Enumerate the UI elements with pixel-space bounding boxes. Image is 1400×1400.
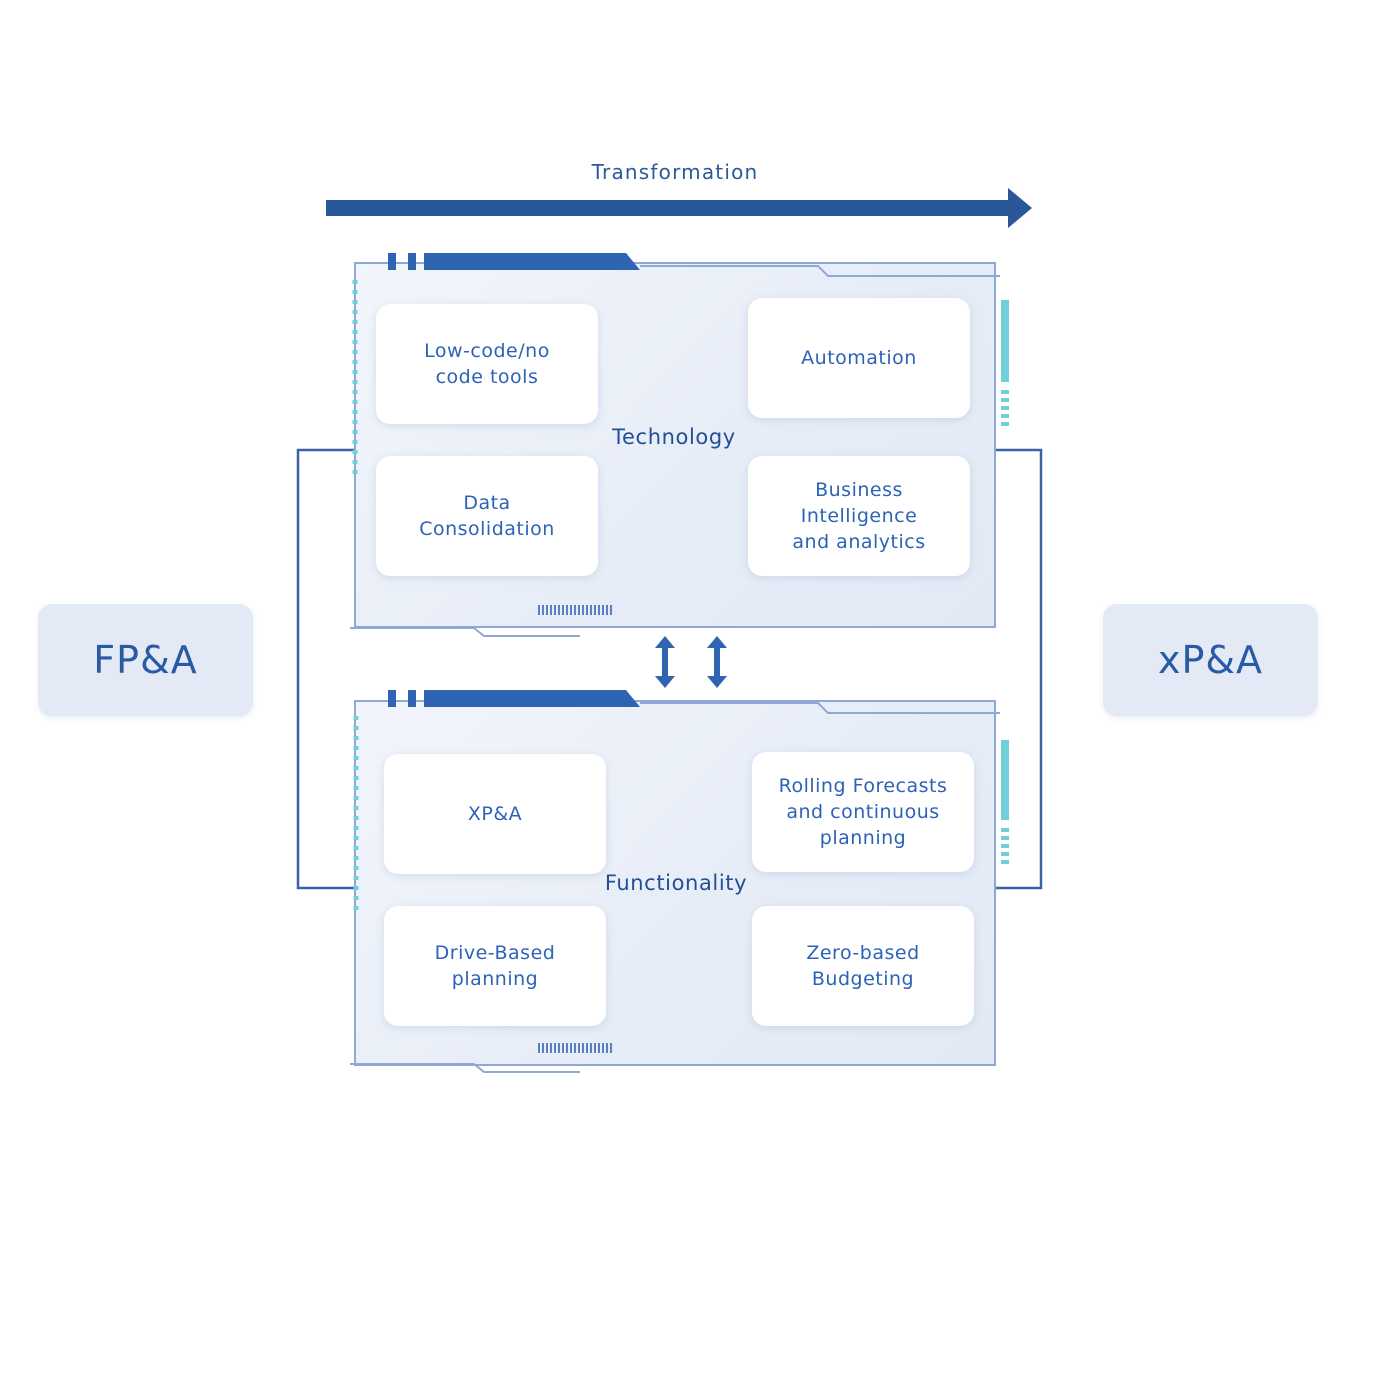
technology-ticks (538, 605, 614, 615)
source-box: FP&A (38, 604, 253, 716)
card-rolling-forecasts: Rolling Forecasts and continuous plannin… (752, 752, 974, 872)
functionality-title: Functionality (604, 871, 748, 895)
card-xpa: XP&A (384, 754, 606, 874)
target-box: xP&A (1103, 604, 1318, 716)
functionality-ticks (538, 1043, 614, 1053)
card-zero-based-budgeting: Zero-based Budgeting (752, 906, 974, 1026)
card-data-consolidation: Data Consolidation (376, 456, 598, 576)
technology-title: Technology (612, 425, 736, 449)
card-low-code: Low-code/no code tools (376, 304, 598, 424)
arrow-right-icon (326, 188, 1032, 228)
card-drive-based-planning: Drive-Based planning (384, 906, 606, 1026)
transformation-label: Transformation (591, 160, 759, 184)
card-automation: Automation (748, 298, 970, 418)
card-business-intelligence: Business Intelligence and analytics (748, 456, 970, 576)
double-vertical-arrows-icon (655, 636, 727, 688)
